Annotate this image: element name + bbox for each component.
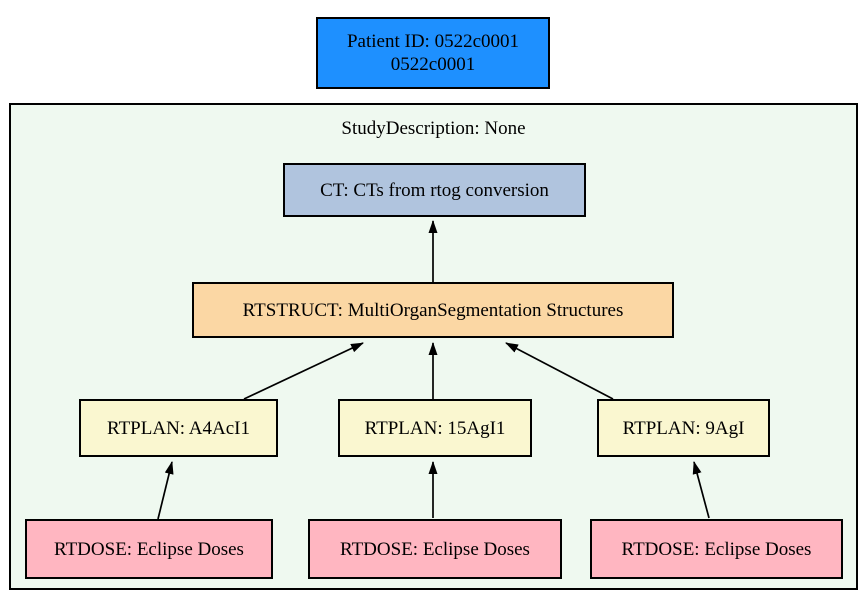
patient-id-line2: 0522c0001 xyxy=(390,54,476,75)
rtdose-label-3: RTDOSE: Eclipse Doses xyxy=(621,538,812,560)
rtstruct-series-node: RTSTRUCT: MultiOrganSegmentation Structu… xyxy=(192,282,674,338)
rtdose-node-1: RTDOSE: Eclipse Doses xyxy=(25,519,273,579)
rtdose-label-1: RTDOSE: Eclipse Doses xyxy=(54,538,244,560)
rtplan-label-1: RTPLAN: A4AcI1 xyxy=(107,417,250,439)
rtstruct-series-label: RTSTRUCT: MultiOrganSegmentation Structu… xyxy=(242,299,624,321)
rtplan-node-3: RTPLAN: 9AgI xyxy=(597,399,770,457)
rtplan-label-3: RTPLAN: 9AgI xyxy=(622,417,745,439)
patient-id-line1: Patient ID: 0522c0001 xyxy=(346,31,520,52)
study-description-label: StudyDescription: None xyxy=(341,118,526,139)
patient-node: Patient ID: 0522c0001 0522c0001 xyxy=(316,17,550,89)
ct-series-node: CT: CTs from rtog conversion xyxy=(283,163,586,217)
rtplan-node-2: RTPLAN: 15AgI1 xyxy=(338,399,532,457)
rtplan-label-2: RTPLAN: 15AgI1 xyxy=(364,417,506,439)
rtdose-node-3: RTDOSE: Eclipse Doses xyxy=(590,519,843,579)
rtdose-label-2: RTDOSE: Eclipse Doses xyxy=(340,538,530,560)
rtplan-node-1: RTPLAN: A4AcI1 xyxy=(79,399,278,457)
rtdose-node-2: RTDOSE: Eclipse Doses xyxy=(308,519,562,579)
ct-series-label: CT: CTs from rtog conversion xyxy=(320,179,549,201)
